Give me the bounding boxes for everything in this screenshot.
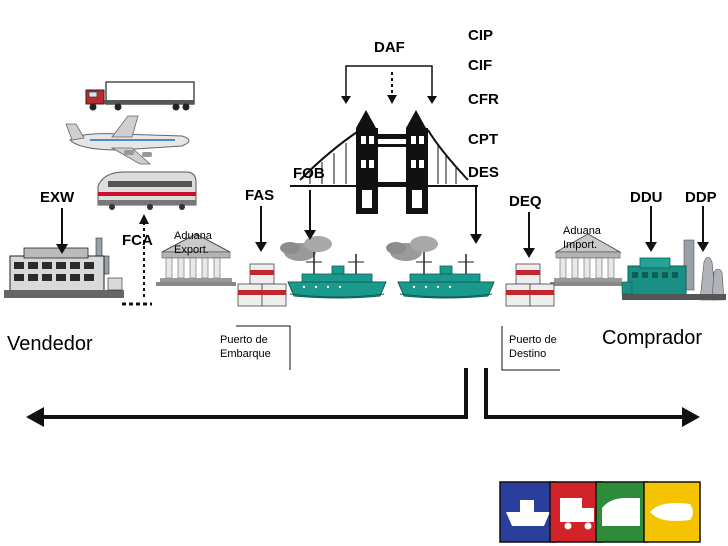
customs-building-icon xyxy=(156,233,236,286)
term-fca: FCA xyxy=(122,232,153,249)
containers-icon xyxy=(505,263,555,307)
port-embark-line1: Puerto de xyxy=(220,334,268,346)
steamship-icon xyxy=(280,236,387,299)
daf-bracket xyxy=(341,65,437,104)
buyer-label: Comprador xyxy=(602,327,703,349)
airplane-icon xyxy=(65,115,190,165)
steamship-icon xyxy=(386,236,495,299)
risk-transfer-arrows xyxy=(26,368,700,427)
term-cip: CIP xyxy=(468,27,494,44)
customs-building-icon xyxy=(550,233,626,286)
export-customs-line1: Aduana xyxy=(174,230,212,242)
port-dest-line1: Puerto de xyxy=(509,334,557,346)
transport-mode-icons xyxy=(499,481,701,543)
factory-icon xyxy=(4,237,124,298)
import-customs-line2: Import. xyxy=(563,238,598,251)
tower-bridge-icon xyxy=(290,110,478,214)
port-dest-label: Puerto de Destino xyxy=(509,334,557,362)
train-icon xyxy=(97,171,197,210)
port-brackets xyxy=(236,325,560,371)
term-des: DES xyxy=(468,164,499,181)
term-daf: DAF xyxy=(374,39,405,56)
term-cif: CIF xyxy=(468,57,493,74)
export-customs-line2: Export. xyxy=(174,243,209,256)
port-dest-line2: Destino xyxy=(509,347,547,360)
term-deq: DEQ xyxy=(509,193,542,210)
port-embark-label: Puerto de Embarque xyxy=(220,334,271,362)
truck-icon xyxy=(85,81,195,111)
term-fob: FOB xyxy=(293,165,325,182)
term-arrows xyxy=(56,186,709,306)
term-exw: EXW xyxy=(40,189,75,206)
port-embark-line2: Embarque xyxy=(220,347,271,360)
term-fas: FAS xyxy=(245,187,275,204)
import-customs-label: Aduana Import. xyxy=(563,225,601,253)
term-cfr: CFR xyxy=(468,91,499,108)
containers-icon xyxy=(237,263,287,307)
term-cpt: CPT xyxy=(468,131,498,148)
industrial-plant-icon xyxy=(621,239,726,301)
import-customs-line1: Aduana xyxy=(563,225,601,237)
term-ddp: DDP xyxy=(685,189,717,206)
seller-label: Vendedor xyxy=(7,333,93,355)
export-customs-label: Aduana Export. xyxy=(174,230,212,258)
term-ddu: DDU xyxy=(630,189,663,206)
